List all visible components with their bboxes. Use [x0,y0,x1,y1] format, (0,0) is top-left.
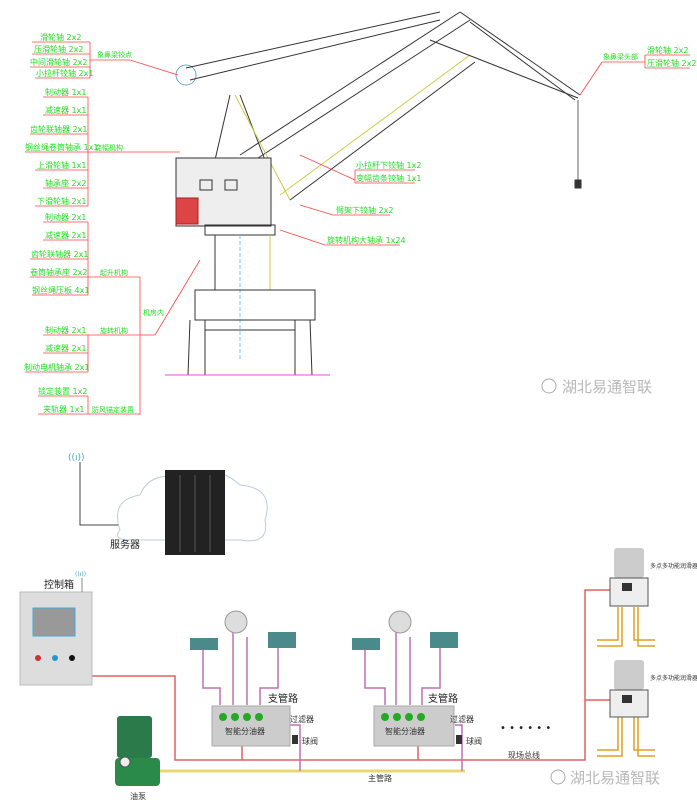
label: 钢丝绳压板 4x1 [32,285,89,295]
label: 减速器 2x1 [45,343,86,353]
label: 滑轮轴 2x2 [647,45,688,55]
label: 卷筒轴承座 2x2 [30,267,87,277]
machine-room-label: 机房内 [143,308,164,317]
label: 齿轮联轴器 2x1 [30,124,87,134]
label: 压滑轮轴 2x2 [647,58,696,68]
label: 制动器 2x1 [45,325,86,335]
distributor-2: 智能分油器 支管路 过滤器 球阀 [373,692,482,747]
oil-pump: 油泵 [115,716,160,800]
label: 减速器 2x1 [45,230,86,240]
wechat-icon [541,378,557,394]
branch-pipe-label: 支管路 [268,692,298,705]
distributor-label: 智能分油器 [225,726,265,736]
lubricator-label: 多点多功能润滑器 [650,674,697,682]
label: 下滑轮轴 2x1 [37,196,86,206]
group-label: 象鼻梁铰点 [97,50,132,59]
ball-valve-icon [456,735,462,744]
label: 制动器 1x1 [45,87,86,97]
group-label: 防风锚定装置 [92,405,134,414]
more-distributors-ellipsis: • • • • • • [500,723,551,734]
watermark: 湖北易通智联 [570,769,660,787]
label: 齿轮联轴器 2x1 [31,249,88,259]
label: 变幅齿条铰轴 1x1 [356,173,421,183]
label: 臂架下铰轴 2x2 [336,205,393,215]
group-label: 象鼻梁头部 [603,52,638,61]
label: 滑轮轴 2x2 [40,32,81,42]
label: 夹轨器 1x1 [43,404,84,414]
pillow-block-bearing-icon [352,638,380,650]
filter-label: 过滤器 [450,714,474,724]
label: 小拉杆下铰轴 1x2 [356,160,421,170]
group-label: 起升机构 [100,268,128,277]
label: 制动电机轴承 2x1 [24,362,89,372]
label: 钢丝绳卷筒轴承 1x1 [25,142,98,152]
group-label: 变幅机构 [95,143,123,152]
label: 小拉杆铰轴 2x1 [36,68,93,78]
lubricator-1: 多点多功能润滑器 [609,548,697,607]
pillow-block-bearing-icon [190,638,218,650]
antenna-icon: ((ı)) [68,453,85,463]
label: 中间滑轮轴 2x2 [30,57,87,67]
wechat-icon [550,769,566,785]
main-pipe-label: 主管路 [368,773,392,783]
distributor-label: 智能分油器 [385,726,425,736]
watermark: 湖北易通智联 [562,378,652,396]
label: 制动器 2x1 [45,212,86,222]
group-label: 旋转机构 [100,326,128,335]
control-box: ((ı)) 控制箱 [19,571,93,686]
crane-labels: 滑轮轴 2x2 压滑轮轴 2x2 中间滑轮轴 2x2 小拉杆铰轴 2x1 象鼻梁… [24,32,696,414]
lubricator-label: 多点多功能润滑器 [650,562,697,570]
bearings [190,610,458,650]
label: 轴承座 2x2 [45,178,86,188]
antenna-icon: ((ı)) [75,571,86,578]
label: 锁定装置 1x2 [38,386,87,396]
label: 压滑轮轴 2x2 [34,44,83,54]
distributor-1: 智能分油器 支管路 过滤器 球阀 [211,692,318,747]
field-bus-label: 现场总线 [508,750,540,760]
pump-label: 油泵 [130,791,146,800]
pillow-block-bearing-icon [268,632,296,648]
ball-bearing-icon [388,610,412,634]
label: 减速器 1x1 [45,105,86,115]
ball-valve-label: 球阀 [302,736,318,746]
label: 旋转机构大轴承 1x24 [327,235,406,245]
server-section: ((ı)) 服务器 [68,453,268,555]
label: 上滑轮轴 1x1 [37,160,86,170]
ball-valve-icon [292,735,298,744]
filter-label: 过滤器 [290,714,314,724]
ball-bearing-icon [224,610,248,634]
crane-drawing [165,11,582,376]
crane-leader-lines [25,41,690,415]
server-label: 服务器 [110,538,140,551]
pillow-block-bearing-icon [430,632,458,648]
ball-valve-label: 球阀 [466,736,482,746]
pipes-and-bus [92,589,655,773]
control-box-label: 控制箱 [44,578,74,591]
lubricator-2: 多点多功能润滑器 [609,660,697,718]
branch-pipe-label: 支管路 [428,692,458,705]
